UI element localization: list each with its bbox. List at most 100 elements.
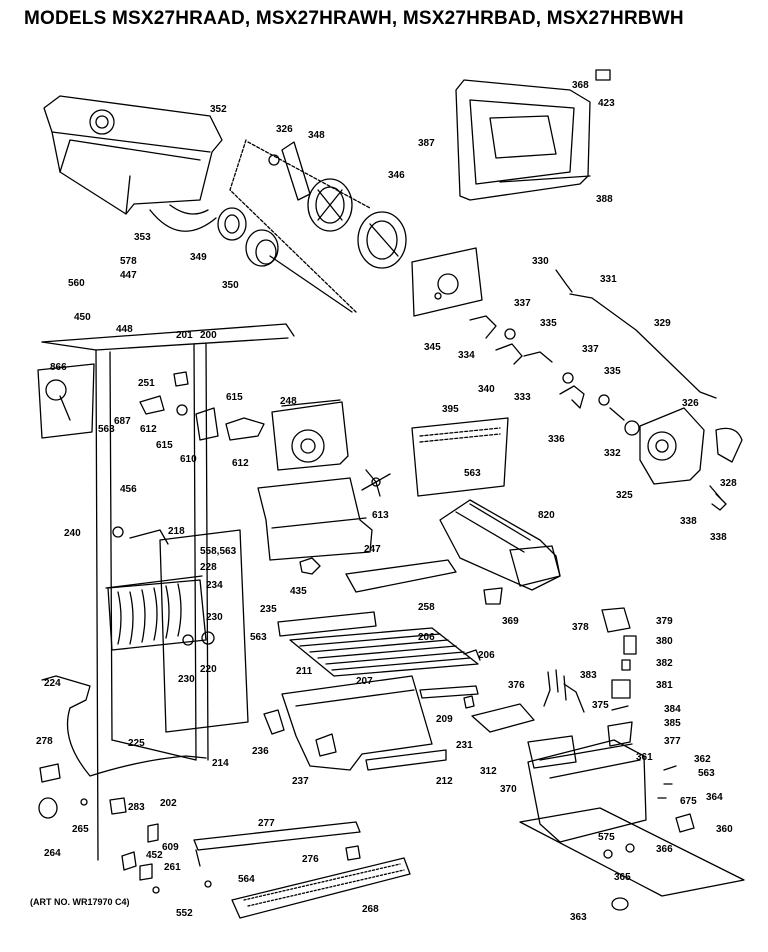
part-number-label: 362 bbox=[694, 754, 711, 765]
harness-part-2 bbox=[563, 683, 585, 713]
part-number-label: 237 bbox=[292, 776, 309, 787]
part-number-label: 283 bbox=[128, 802, 145, 813]
part-number-label: 224 bbox=[44, 678, 61, 689]
part-number-label: 379 bbox=[656, 616, 673, 627]
part-number-label: 338 bbox=[680, 516, 697, 527]
connector-part-3 bbox=[625, 843, 635, 853]
part-number-label: 352 bbox=[210, 104, 227, 115]
part-number-label: 563 bbox=[98, 424, 115, 435]
valve-assembly-part bbox=[601, 607, 637, 747]
base-rail-part bbox=[193, 821, 361, 851]
lever-linkage-part bbox=[469, 315, 625, 421]
part-number-label: 560 bbox=[68, 278, 85, 289]
clip-part-2 bbox=[463, 695, 475, 709]
wire-harness-part bbox=[543, 669, 567, 707]
part-number-label: 206 bbox=[418, 632, 435, 643]
part-number-label: 235 bbox=[260, 604, 277, 615]
part-number-label: 231 bbox=[456, 740, 473, 751]
dispenser-rod-part bbox=[569, 293, 717, 399]
back-panel-part bbox=[159, 529, 249, 733]
part-number-label: 206 bbox=[478, 650, 495, 661]
part-number-label: 368 bbox=[572, 80, 589, 91]
part-number-label: 277 bbox=[258, 818, 275, 829]
hinge-pin-part bbox=[139, 863, 153, 881]
part-number-label: 331 bbox=[600, 274, 617, 285]
part-number-label: 423 bbox=[598, 98, 615, 109]
fill-tube-part bbox=[41, 675, 207, 777]
mounting-plate-part bbox=[411, 247, 483, 317]
bracket-part-2 bbox=[195, 849, 201, 867]
part-number-label: 338 bbox=[710, 532, 727, 543]
part-number-label: 264 bbox=[44, 848, 61, 859]
part-number-label: 276 bbox=[302, 854, 319, 865]
part-number-label: 211 bbox=[296, 666, 313, 677]
part-number-label: 552 bbox=[176, 908, 193, 919]
part-number-label: 265 bbox=[72, 824, 89, 835]
cam-part bbox=[715, 427, 743, 463]
auger-coupling-part bbox=[217, 207, 353, 313]
part-number-label: 365 bbox=[614, 872, 631, 883]
part-number-label: 563 bbox=[464, 468, 481, 479]
part-number-label: 312 bbox=[480, 766, 497, 777]
leveler-part bbox=[345, 845, 361, 861]
part-number-label: 361 bbox=[636, 752, 653, 763]
part-number-label: 563 bbox=[698, 768, 715, 779]
part-number-label: 278 bbox=[36, 736, 53, 747]
part-number-label: 558,563 bbox=[200, 546, 237, 557]
shelf-clip-part bbox=[463, 649, 481, 661]
evaporator-part bbox=[105, 575, 207, 651]
tube-clip-part bbox=[39, 763, 61, 783]
part-number-label: 251 bbox=[138, 378, 155, 389]
part-number-label: 448 bbox=[116, 324, 133, 335]
grommet-part bbox=[176, 404, 188, 416]
wire-shelf-part bbox=[289, 627, 479, 677]
part-number-label: 609 bbox=[162, 842, 179, 853]
clip-part bbox=[225, 417, 265, 441]
duct-tube-part bbox=[345, 559, 457, 593]
part-number-label: 207 bbox=[356, 676, 373, 687]
part-number-label: 382 bbox=[656, 658, 673, 669]
part-number-label: 388 bbox=[596, 194, 613, 205]
auger-axis-line bbox=[229, 139, 371, 313]
fan-blade-part bbox=[361, 469, 391, 497]
part-number-label: 575 bbox=[598, 832, 615, 843]
thermostat-part bbox=[195, 407, 219, 441]
part-number-label: 385 bbox=[664, 718, 681, 729]
part-number-label: 370 bbox=[500, 784, 517, 795]
part-number-label: 209 bbox=[436, 714, 453, 725]
crisper-pan-part bbox=[281, 675, 433, 771]
part-number-label: 866 bbox=[50, 362, 67, 373]
evaporator-cover-part bbox=[257, 399, 373, 561]
damper-part bbox=[299, 557, 321, 575]
part-number-label: 236 bbox=[252, 746, 269, 757]
part-number-label: 240 bbox=[64, 528, 81, 539]
part-number-label: 337 bbox=[514, 298, 531, 309]
part-number-label: 456 bbox=[120, 484, 137, 495]
part-number-label: 230 bbox=[206, 612, 223, 623]
part-number-label: 450 bbox=[74, 312, 91, 323]
dispenser-motor-part bbox=[624, 407, 705, 485]
pan-trim-part bbox=[365, 749, 447, 771]
toe-grille-part bbox=[231, 857, 411, 919]
part-number-label: 387 bbox=[418, 138, 435, 149]
part-number-label: 268 bbox=[362, 904, 379, 915]
part-number-label: 363 bbox=[570, 912, 587, 923]
connector-part bbox=[675, 813, 695, 833]
ice-bucket-part bbox=[43, 95, 223, 215]
shelf-rail-part bbox=[277, 611, 377, 637]
part-number-label: 376 bbox=[508, 680, 525, 691]
drain-part bbox=[201, 631, 215, 645]
part-number-label: 687 bbox=[114, 416, 131, 427]
hinge-plate-part bbox=[121, 851, 137, 871]
part-number-label: 675 bbox=[680, 796, 697, 807]
part-number-label: 325 bbox=[616, 490, 633, 501]
part-number-label: 258 bbox=[418, 602, 435, 613]
part-number-label: 212 bbox=[436, 776, 453, 787]
diagram-title: MODELS MSX27HRAAD, MSX27HRAWH, MSX27HRBA… bbox=[24, 8, 684, 29]
nut-part bbox=[268, 154, 280, 166]
light-socket-part bbox=[37, 363, 95, 439]
part-number-label: 384 bbox=[664, 704, 681, 715]
art-number: (ART NO. WR17970 C4) bbox=[30, 897, 130, 907]
screw-part bbox=[657, 765, 677, 799]
